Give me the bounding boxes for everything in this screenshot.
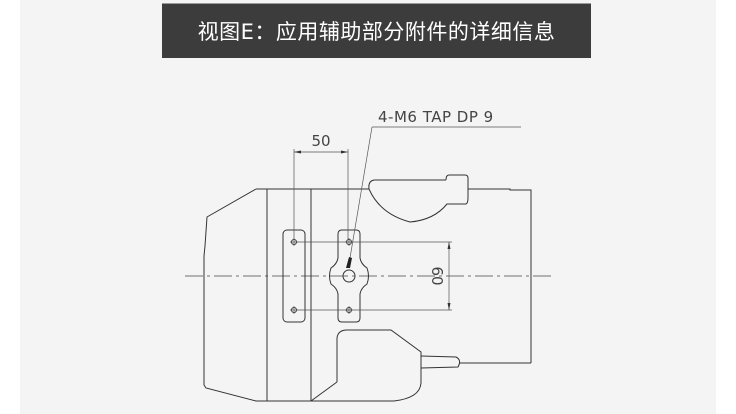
content-panel xyxy=(20,0,716,414)
handle xyxy=(420,355,531,369)
callout-label: 4-M6 TAP DP 9 xyxy=(378,108,494,126)
dim-50-label: 50 xyxy=(311,132,330,150)
dim-60-label: 60 xyxy=(428,266,446,285)
page-title: 视图E：应用辅助部分附件的详细信息 xyxy=(197,20,556,44)
center-hole xyxy=(342,269,356,283)
right-plate xyxy=(329,229,369,323)
title-banner: 视图E：应用辅助部分附件的详细信息 xyxy=(162,3,591,58)
top-bump xyxy=(368,174,532,363)
lower-bump xyxy=(310,329,422,402)
body-outline xyxy=(203,188,394,402)
dimension-50: 50 xyxy=(293,132,349,240)
callout: 4-M6 TAP DP 9 xyxy=(346,108,521,268)
dimension-60: 60 xyxy=(296,241,452,311)
